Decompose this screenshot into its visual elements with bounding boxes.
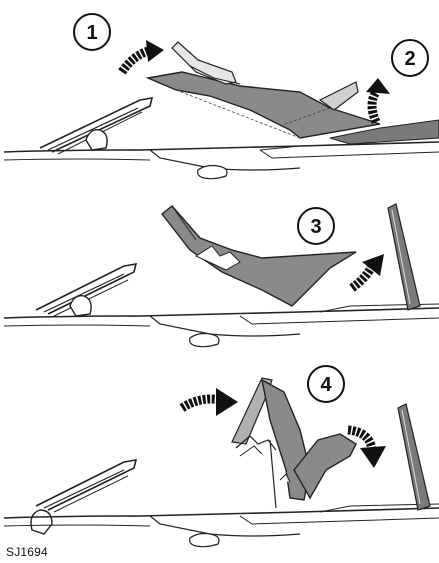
arrow-step-3 [352,254,384,288]
step-2-badge: 2 [392,40,428,76]
arrow-step-4-front [182,388,238,416]
door-mirror [70,296,91,316]
step-4-number: 4 [320,374,332,396]
rear-deck-lid [388,204,420,310]
step-3-number: 3 [310,216,321,238]
car-body [4,504,439,536]
step-1-number: 1 [86,22,97,44]
door-handle [198,166,227,179]
rear-deck-lid [398,404,430,510]
panel-1: 1 2 [4,14,439,179]
door-mirror [31,510,52,534]
arrow-step-1 [122,40,164,72]
panel-3: 4 [4,366,439,547]
door-handle [190,534,219,547]
arrow-step-2 [366,78,390,122]
windscreen-frame [36,460,136,512]
panel-2: 3 [4,204,439,347]
step-3-badge: 3 [298,208,334,244]
figure-id: SJ1694 [6,545,48,559]
step-1-badge: 1 [74,14,110,50]
door-mirror [86,130,107,150]
step-4-badge: 4 [308,366,344,402]
door-handle [190,334,219,347]
step-2-number: 2 [404,48,415,70]
roof-panel [148,72,380,138]
car-body [4,142,439,170]
